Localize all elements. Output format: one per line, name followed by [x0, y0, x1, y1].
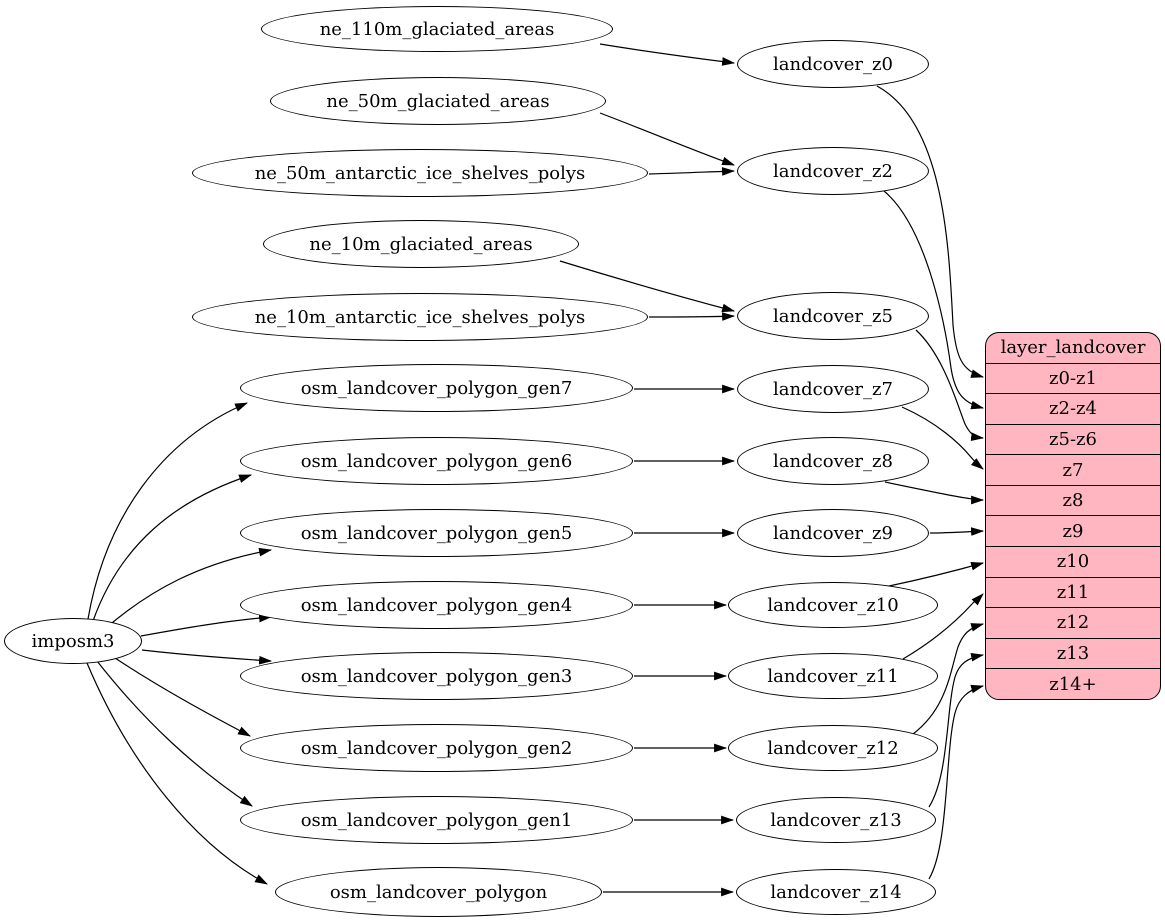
node-osm_landcover_polygon_gen2: osm_landcover_polygon_gen2: [240, 724, 633, 772]
table-row-z2-z4: z2-z4: [986, 393, 1160, 424]
node-landcover_z12: landcover_z12: [728, 725, 938, 771]
edge-landcover_z8--row-z8: [884, 481, 985, 505]
edge-landcover_z9--row-z9: [929, 527, 985, 536]
edge-imposm3--osm_landcover_polygon_gen6: [92, 474, 253, 622]
edge-landcover_z13--row-z13: [928, 652, 985, 808]
node-imposm3: imposm3: [4, 618, 142, 664]
node-ne_10m_antarctic_ice_shelves_polys: ne_10m_antarctic_ice_shelves_polys: [192, 293, 648, 341]
table-row-z9: z9: [986, 515, 1160, 546]
table-row-z11: z11: [986, 576, 1160, 608]
edge-imposm3--osm_landcover_polygon: [86, 662, 268, 885]
edge-ne_50m_glaciated_areas--landcover_z2: [599, 112, 736, 166]
edge-ne_10m_antarctic_ice_shelves_polys--landcover_z5: [648, 312, 736, 321]
layer-landcover-table: layer_landcover z0-z1 z2-z4 z5-z6 z7 z8 …: [985, 332, 1161, 700]
edge-imposm3--osm_landcover_polygon_gen4: [140, 613, 273, 637]
edge-imposm3--osm_landcover_polygon_gen7: [87, 402, 248, 620]
node-landcover_z14: landcover_z14: [736, 869, 936, 915]
node-osm_landcover_polygon: osm_landcover_polygon: [275, 867, 602, 917]
node-osm_landcover_polygon_gen3: osm_landcover_polygon_gen3: [240, 652, 633, 700]
node-osm_landcover_polygon_gen5: osm_landcover_polygon_gen5: [240, 509, 633, 557]
edge-landcover_z14--row-z14: [928, 684, 985, 880]
table-row-z14plus: z14+: [986, 668, 1160, 699]
table-row-z0-z1: z0-z1: [986, 362, 1160, 394]
node-osm_landcover_polygon_gen1: osm_landcover_polygon_gen1: [240, 796, 633, 844]
edge-imposm3--osm_landcover_polygon_gen1: [96, 660, 253, 807]
node-landcover_z5: landcover_z5: [737, 292, 929, 340]
edge-ne_110m_glaciated_areas--landcover_z0: [599, 43, 736, 66]
node-landcover_z10: landcover_z10: [728, 582, 938, 628]
edge-landcover_z2--row-z2-z4: [883, 190, 985, 410]
edge-ne_50m_antarctic_ice_shelves_polys--landcover_z2: [648, 167, 736, 176]
table-row-z13: z13: [986, 637, 1160, 669]
edge-landcover_z7--row-z7: [901, 406, 984, 470]
table-row-z5-z6: z5-z6: [986, 423, 1160, 455]
node-ne_10m_glaciated_areas: ne_10m_glaciated_areas: [263, 220, 579, 268]
node-landcover_z8: landcover_z8: [737, 437, 929, 485]
node-ne_50m_antarctic_ice_shelves_polys: ne_50m_antarctic_ice_shelves_polys: [192, 149, 648, 197]
edge-ne_10m_glaciated_areas--landcover_z5: [559, 260, 736, 313]
node-ne_50m_glaciated_areas: ne_50m_glaciated_areas: [270, 77, 606, 125]
node-landcover_z11: landcover_z11: [728, 653, 938, 699]
edge-landcover_z0--row-z0-z1: [876, 85, 985, 378]
edge-landcover_z10--row-z10: [888, 562, 985, 587]
edge-landcover_z12--row-z12: [912, 623, 985, 735]
node-osm_landcover_polygon_gen7: osm_landcover_polygon_gen7: [240, 364, 633, 412]
node-landcover_z0: landcover_z0: [737, 40, 929, 88]
node-landcover_z13: landcover_z13: [736, 797, 936, 843]
table-row-z10: z10: [986, 546, 1160, 577]
edge-imposm3--osm_landcover_polygon_gen2: [111, 655, 251, 737]
table-header: layer_landcover: [1000, 337, 1146, 359]
edge-landcover_z11--row-z11: [902, 593, 984, 660]
table-row-z7: z7: [986, 454, 1160, 485]
node-landcover_z9: landcover_z9: [737, 509, 929, 557]
node-landcover_z2: landcover_z2: [737, 147, 929, 195]
table-row-z12: z12: [986, 607, 1160, 638]
edge-imposm3--osm_landcover_polygon_gen3: [141, 649, 273, 665]
node-osm_landcover_polygon_gen4: osm_landcover_polygon_gen4: [240, 581, 633, 629]
table-row-z8: z8: [986, 484, 1160, 516]
edge-landcover_z5--row-z5-z6: [915, 329, 985, 441]
node-landcover_z7: landcover_z7: [737, 365, 929, 413]
edge-imposm3--osm_landcover_polygon_gen5: [105, 547, 273, 629]
node-osm_landcover_polygon_gen6: osm_landcover_polygon_gen6: [240, 437, 633, 485]
node-ne_110m_glaciated_areas: ne_110m_glaciated_areas: [261, 6, 613, 52]
